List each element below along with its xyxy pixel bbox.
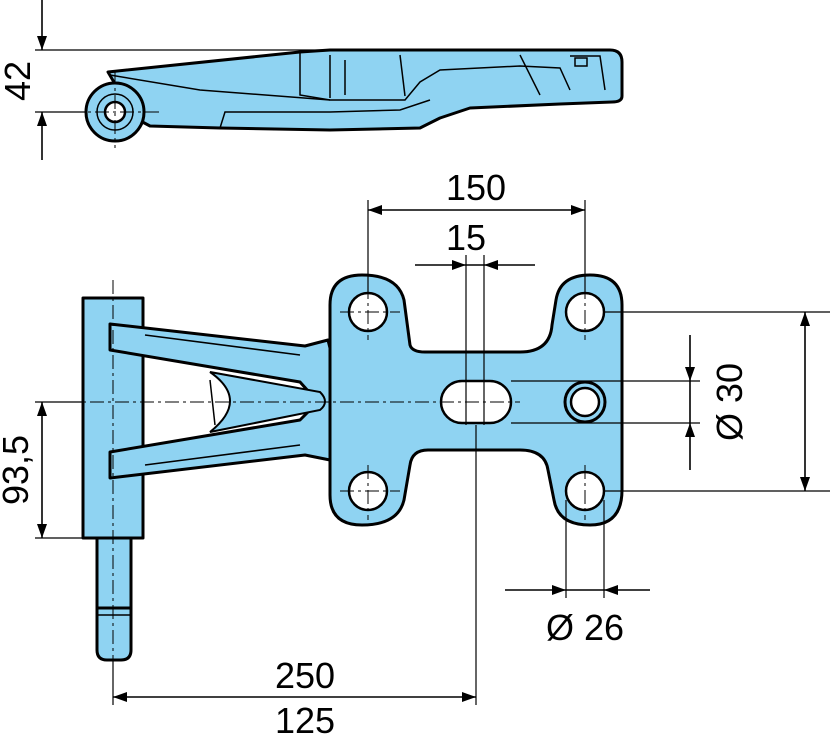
dim-42: 42 [0,0,330,160]
dim-hole-vertical [605,311,830,492]
dim-250-125: 250 125 [112,425,477,736]
plan-view [40,273,624,668]
dim-125-label: 125 [275,700,335,736]
dim-15: 15 [415,217,535,425]
dim-d26-label: Ø 26 [546,607,624,648]
dim-93-5: 93,5 [0,401,97,539]
dim-93-5-label: 93,5 [0,435,36,505]
dim-150-label: 150 [446,167,506,208]
dim-d26: Ø 26 [505,500,650,648]
pivot-pin [95,536,133,610]
dim-42-label: 42 [0,61,38,101]
dim-15-label: 15 [446,217,486,258]
side-view [70,48,624,148]
dim-d30: Ø 30 [511,335,750,470]
dim-150: 150 [367,167,586,292]
dim-250-label: 250 [275,655,335,696]
dim-d30-label: Ø 30 [709,363,750,441]
